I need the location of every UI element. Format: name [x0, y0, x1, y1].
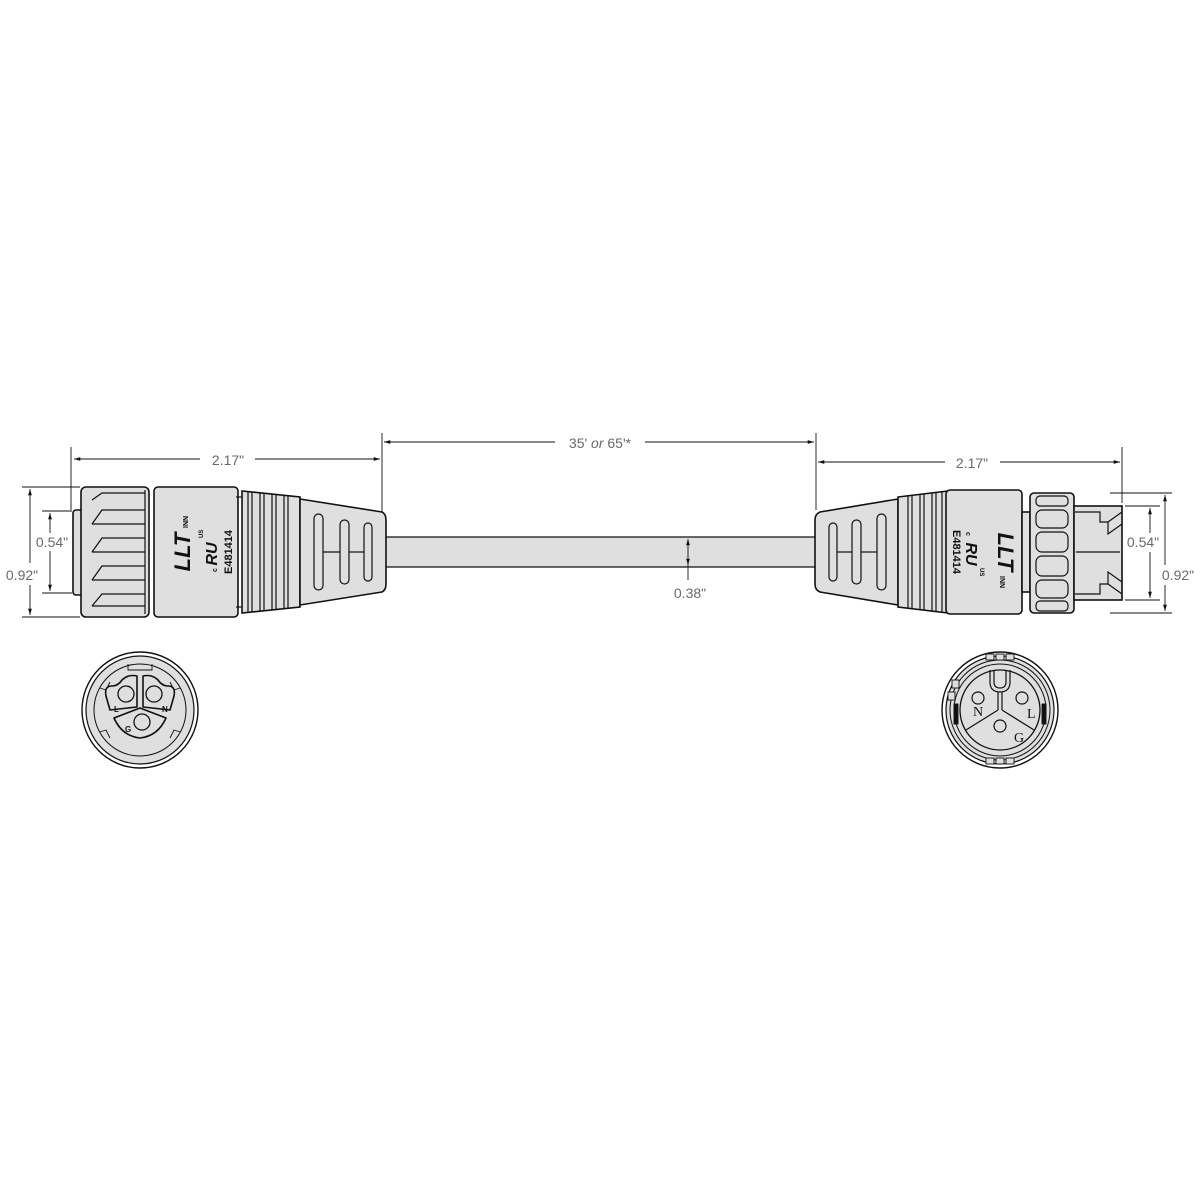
- svg-text:US: US: [199, 530, 205, 538]
- svg-text:c: c: [964, 532, 971, 536]
- left-pin-label-g: G: [125, 725, 131, 734]
- left-length-label: 2.17": [212, 452, 244, 468]
- left-boot-slots: [313, 513, 373, 591]
- left-pin-label-l: L: [114, 705, 119, 714]
- svg-text:LLT: LLT: [170, 531, 195, 571]
- left-length-dimension: 2.17": [70, 433, 383, 512]
- left-diameter-dimensions: 0.92" 0.54": [6, 486, 80, 618]
- left-inner-diameter-label: 0.54": [36, 534, 68, 550]
- right-file-number: E481414: [950, 530, 962, 575]
- left-outer-diameter-label: 0.92": [6, 567, 38, 583]
- right-pin-label-l: L: [1027, 707, 1036, 722]
- right-connector: E481414 RU US c LLT INN: [814, 489, 1123, 615]
- cable-length-label: 35' or 65'*: [569, 435, 632, 451]
- left-file-number: E481414: [223, 529, 235, 574]
- svg-text:INN: INN: [183, 516, 190, 528]
- right-strain-relief-ribs: [907, 492, 943, 612]
- svg-text:c: c: [212, 568, 219, 572]
- left-pin-label-n: N: [162, 705, 168, 714]
- svg-text:LLT: LLT: [993, 533, 1018, 573]
- right-diameter-dimensions: 0.92" 0.54": [1110, 492, 1194, 614]
- svg-text:RU: RU: [204, 542, 221, 566]
- right-cert-mark: RU US c: [962, 532, 984, 576]
- left-face-view: L N G: [81, 651, 199, 769]
- left-connector: LLT INN RU US c E481414: [72, 486, 387, 618]
- cable-diameter-label: 0.38": [674, 585, 706, 601]
- right-coupling-windows: [1035, 495, 1069, 612]
- left-cert-mark: RU US c: [199, 530, 221, 572]
- svg-text:US: US: [978, 568, 984, 576]
- right-boot-slots: [828, 513, 887, 591]
- right-pin-label-n: N: [973, 705, 983, 720]
- cable: 0.38": [382, 536, 816, 601]
- right-length-dimension: 2.17": [818, 447, 1123, 503]
- cable-length-dimension: 35' or 65'*: [384, 433, 817, 510]
- left-strain-relief-ribs: [247, 492, 289, 612]
- right-pin-label-g: G: [1014, 731, 1024, 746]
- svg-text:RU: RU: [962, 542, 979, 566]
- left-nut-ridges: [91, 490, 146, 614]
- left-brand-logo: LLT INN: [170, 516, 195, 571]
- right-brand-logo: LLT INN: [993, 533, 1018, 588]
- svg-text:INN: INN: [998, 576, 1005, 588]
- right-outer-diameter-label: 0.92": [1162, 567, 1194, 583]
- right-length-label: 2.17": [956, 455, 988, 471]
- right-face-view: N L G: [941, 651, 1059, 769]
- right-inner-diameter-label: 0.54": [1127, 534, 1159, 550]
